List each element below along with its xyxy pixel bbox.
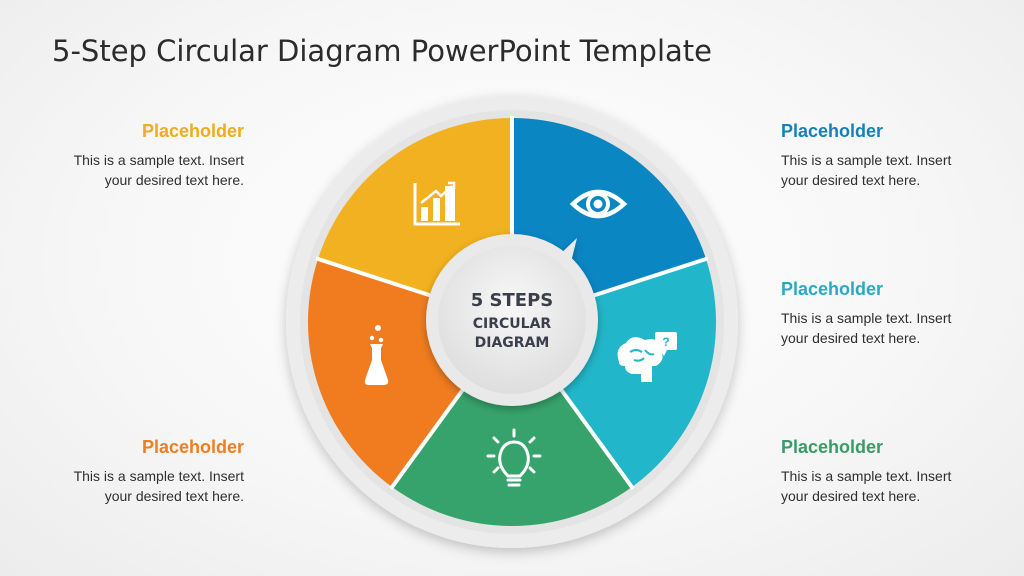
step-bottom-right-line2: your desired text here. [781,488,921,504]
step-bottom-right-line1: This is a sample text. Insert [781,468,952,484]
flask-icon [364,325,389,385]
center-title-line1: 5 STEPS [471,290,554,311]
step-top-left-heading: Placeholder [141,121,244,141]
svg-text:?: ? [662,335,669,349]
step-top-left-body: This is a sample text. Insert your desir… [44,150,244,190]
page-title: 5-Step Circular Diagram PowerPoint Templ… [52,34,713,68]
step-middle-right-line2: your desired text here. [781,330,921,346]
step-middle-left-line1: This is a sample text. Insert [73,468,244,484]
step-bottom-right-text: Placeholder This is a sample text. Inser… [781,437,981,506]
step-top-left-line2: your desired text here. [104,172,244,188]
step-middle-left-heading: Placeholder [141,437,244,457]
step-middle-right-body: This is a sample text. Insert your desir… [781,308,981,348]
center-title-line2: CIRCULAR [473,316,552,332]
step-middle-right-text: Placeholder This is a sample text. Inser… [781,279,981,348]
step-top-right-line2: your desired text here. [781,172,921,188]
step-bottom-right-heading: Placeholder [781,437,884,457]
eye-icon [569,189,628,219]
step-top-left-line1: This is a sample text. Insert [73,152,244,168]
step-top-right-text: Placeholder This is a sample text. Inser… [781,121,981,190]
lightbulb-icon [486,428,542,487]
center-hub-face [438,246,586,394]
step-bottom-right-body: This is a sample text. Insert your desir… [781,466,981,506]
step-top-right-line1: This is a sample text. Insert [781,152,952,168]
center-title-line3: DIAGRAM [475,335,550,351]
step-top-left-text: Placeholder This is a sample text. Inser… [44,121,244,190]
step-middle-right-line1: This is a sample text. Insert [781,310,952,326]
brain-question-icon: ? [617,332,677,382]
step-top-right-body: This is a sample text. Insert your desir… [781,150,981,190]
segment-bottom [392,322,632,526]
step-top-right-heading: Placeholder [781,121,884,141]
step-middle-left-line2: your desired text here. [104,488,244,504]
step-middle-right-heading: Placeholder [781,279,884,299]
step-middle-left-body: This is a sample text. Insert your desir… [44,466,244,506]
bar-chart-icon [413,181,460,226]
step-middle-left-text: Placeholder This is a sample text. Inser… [44,437,244,506]
